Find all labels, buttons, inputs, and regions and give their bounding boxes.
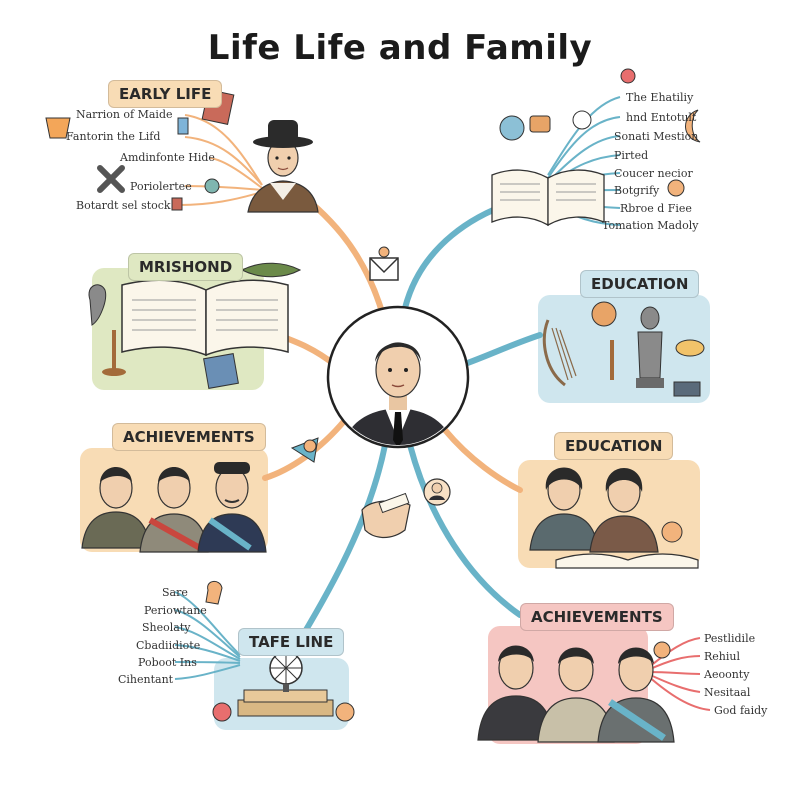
- achievements-left-group-portrait: [81, 462, 267, 553]
- timeline-item-2: Periowtane: [144, 604, 207, 617]
- book-item-2: hnd Entotult: [626, 111, 697, 124]
- achievements-right-badge: ACHIEVEMENTS: [520, 603, 674, 631]
- early-life-leaf-lines: [179, 114, 263, 206]
- achievements-right-item-2: Rehiul: [704, 650, 740, 663]
- achievements-right-group-portrait: [477, 641, 675, 743]
- timeline-item-6: Cihentant: [118, 673, 174, 686]
- education-mid-badge: EDUCATION: [554, 432, 674, 460]
- branch-connector-education-mid: [442, 427, 523, 493]
- achievements-right-item-1: Pestlidile: [704, 632, 756, 645]
- early-life-portrait: [247, 120, 319, 213]
- timeline-item-5: Poboot Ins: [138, 656, 197, 669]
- education-mid-portrait: [529, 467, 699, 569]
- timeline-item-4: Cbadiidiote: [136, 639, 201, 652]
- timeline-item-3: Sheolaty: [142, 621, 191, 634]
- page-title: Life Life and Family: [207, 28, 593, 68]
- book-item-6: Botgrify: [614, 184, 660, 197]
- early-life-item-3: Amdinfonte Hide: [120, 151, 215, 164]
- achievements-right-leaf-lines: [647, 637, 711, 711]
- book-item-3: Sonati Mestion: [614, 130, 699, 143]
- envelope-icon: [369, 246, 399, 281]
- timeline-badge: TAFE LINE: [238, 628, 345, 656]
- branch-connector-achievements-right: [407, 442, 523, 618]
- branch-connector-timeline: [297, 442, 388, 643]
- mrishond-badge: MRISHOND: [128, 253, 244, 281]
- central-portrait: [326, 305, 470, 449]
- early-life-item-1: Narrion of Maide: [76, 108, 173, 121]
- book-item-5: Coucer necior: [614, 167, 693, 180]
- open-book-illustration: [491, 68, 701, 227]
- education-top-illustration: [542, 301, 705, 397]
- achievements-right-item-3: Aeoonty: [704, 668, 750, 681]
- achievements-right-item-5: God faidy: [714, 704, 768, 717]
- early-life-badge: EARLY LIFE: [108, 80, 223, 108]
- education-top-badge: EDUCATION: [580, 270, 700, 298]
- book-item-4: Pirted: [614, 149, 649, 162]
- book-item-7: Rbroe d Fiee: [620, 202, 692, 215]
- achievements-right-item-4: Nesitaal: [704, 686, 751, 699]
- timeline-item-1: Sare: [162, 586, 188, 599]
- branch-connector-education-top: [459, 332, 543, 368]
- book-item-8: Tomation Madoly: [602, 219, 699, 232]
- early-life-item-4: Poriolertee: [130, 180, 192, 193]
- mrishond-book-illustration: [88, 262, 302, 389]
- branch-doodle-icons: [290, 437, 451, 539]
- early-life-item-2: Fantorin the Lifd: [66, 130, 161, 143]
- achievements-left-badge: ACHIEVEMENTS: [112, 423, 266, 451]
- early-life-item-5: Botardt sel stock: [76, 199, 171, 212]
- timeline-illustration: [205, 581, 355, 722]
- timeline-leaf-lines: [174, 591, 241, 680]
- book-item-1: The Ehatiliy: [626, 91, 694, 104]
- branch-connector-achievements-left: [262, 417, 348, 481]
